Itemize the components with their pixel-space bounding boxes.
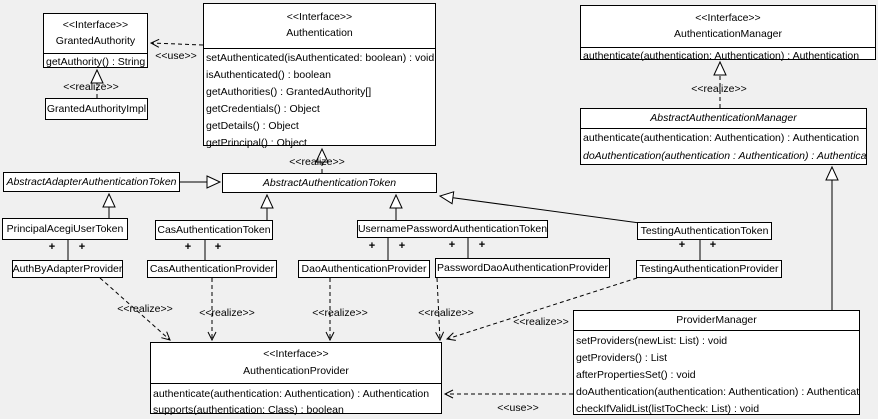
association-plus: + (78, 241, 86, 253)
method: supports(authentication: Class) : boolea… (153, 404, 344, 416)
class-abstract-authentication-manager[interactable]: AbstractAuthenticationManager authentica… (580, 108, 867, 165)
association-plus: + (478, 239, 486, 251)
realize-label: <<realize>> (199, 307, 255, 319)
method: setAuthenticated(isAuthenticated: boolea… (206, 52, 435, 64)
method: doAuthentication(authentication : Authen… (583, 150, 866, 162)
association-plus: + (678, 239, 686, 251)
class-principal-acegi-user-token[interactable]: PrincipalAcegiUserToken (2, 218, 128, 240)
class-name: AuthenticationManager (674, 28, 782, 40)
association-plus: + (214, 241, 222, 253)
class-abstract-adapter-authentication-token[interactable]: AbstractAdapterAuthenticationToken (3, 172, 180, 192)
class-name: UsernamePasswordAuthenticationToken (357, 222, 548, 235)
method: getDetails() : Object (206, 120, 299, 132)
class-name: AbstractAuthenticationManager (650, 112, 797, 124)
class-authentication[interactable]: <<Interface>> Authentication setAuthenti… (203, 3, 436, 149)
method: getAuthorities() : GrantedAuthority[] (206, 86, 372, 98)
realize-testing-provider (445, 277, 638, 341)
class-granted-authority-impl[interactable]: GrantedAuthorityImpl (45, 98, 148, 120)
class-auth-by-adapter-provider[interactable]: AuthByAdapterProvider (12, 260, 123, 278)
class-name: CasAuthenticationToken (157, 223, 271, 236)
class-granted-authority[interactable]: <<Interface>> GrantedAuthority getAuthor… (43, 13, 148, 68)
class-name: TestingAuthenticationProvider (639, 262, 779, 275)
class-name: AuthByAdapterProvider (12, 262, 123, 275)
method: getProviders() : List (576, 352, 668, 364)
stereotype-label: <<Interface>> (695, 12, 761, 24)
class-name: AuthenticationProvider (243, 365, 349, 377)
class-password-dao-authentication-provider[interactable]: PasswordDaoAuthenticationProvider (435, 258, 610, 278)
stereotype-label: <<Interface>> (286, 11, 353, 23)
class-name: PasswordDaoAuthenticationProvider (436, 261, 608, 274)
class-name: AbstractAuthenticationToken (262, 176, 397, 189)
method: checkIfValidList(listToCheck: List) : vo… (576, 403, 760, 415)
class-authentication-manager[interactable]: <<Interface>> AuthenticationManager auth… (580, 5, 876, 62)
realize-label: <<realize>> (312, 307, 368, 319)
method: authenticate(authentication: Authenticat… (583, 50, 860, 62)
class-provider-manager[interactable]: ProviderManager setProviders(newList: Li… (573, 310, 860, 415)
class-authentication-provider[interactable]: <<Interface>> AuthenticationProvider aut… (150, 342, 442, 416)
realize-authbyadapter-provider (99, 277, 171, 341)
stereotype-label: <<Interface>> (263, 348, 329, 360)
class-name: PrincipalAcegiUserToken (6, 222, 124, 235)
class-testing-authentication-token[interactable]: TestingAuthenticationToken (637, 222, 772, 240)
realize-label: <<realize>> (289, 156, 345, 168)
use-label: <<use>> (497, 402, 539, 414)
method: setProviders(newList: List) : void (576, 335, 728, 347)
realize-label: <<realize>> (418, 307, 474, 319)
association-plus: + (448, 239, 456, 251)
method: isAuthenticated() : boolean (206, 69, 331, 81)
class-name: GrantedAuthorityImpl (46, 102, 147, 115)
method: authenticate(authentication: Authenticat… (583, 132, 860, 144)
class-name: Authentication (286, 27, 353, 39)
association-plus: + (398, 240, 406, 252)
class-cas-authentication-token[interactable]: CasAuthenticationToken (155, 220, 273, 240)
method: getPrincipal() : Object (206, 137, 307, 149)
class-dao-authentication-provider[interactable]: DaoAuthenticationProvider (298, 260, 430, 278)
class-name: CasAuthenticationProvider (149, 262, 275, 275)
class-name: DaoAuthenticationProvider (301, 262, 427, 275)
method: doAuthentication(authentication: Authent… (576, 386, 859, 398)
method: getAuthority() : String (46, 56, 146, 68)
use-authentication-grantedauthority (149, 38, 204, 48)
class-name: ProviderManager (676, 314, 757, 326)
realize-label: <<realize>> (513, 316, 569, 328)
generalization-testing-token (438, 191, 641, 224)
realize-label: <<realize>> (117, 303, 173, 315)
method: afterPropertiesSet() : void (576, 369, 696, 381)
use-label: <<use>> (155, 50, 197, 62)
realize-passworddao-provider (435, 277, 445, 342)
association-plus: + (184, 241, 192, 253)
class-name: GrantedAuthority (55, 35, 136, 47)
class-abstract-authentication-token[interactable]: AbstractAuthenticationToken (222, 173, 437, 193)
stereotype-label: <<Interface>> (62, 19, 129, 31)
class-name: AbstractAdapterAuthenticationToken (6, 175, 177, 188)
method: authenticate(authentication: Authenticat… (153, 388, 430, 400)
class-testing-authentication-provider[interactable]: TestingAuthenticationProvider (636, 260, 782, 278)
class-username-password-authentication-token[interactable]: UsernamePasswordAuthenticationToken (357, 220, 548, 238)
association-plus: + (709, 239, 717, 251)
realize-label: <<realize>> (691, 83, 747, 95)
association-plus: + (368, 240, 376, 252)
method: getCredentials() : Object (206, 103, 320, 115)
class-name: TestingAuthenticationToken (640, 224, 769, 237)
class-cas-authentication-provider[interactable]: CasAuthenticationProvider (147, 260, 277, 278)
realize-label: <<realize>> (63, 81, 119, 93)
association-plus: + (48, 241, 56, 253)
